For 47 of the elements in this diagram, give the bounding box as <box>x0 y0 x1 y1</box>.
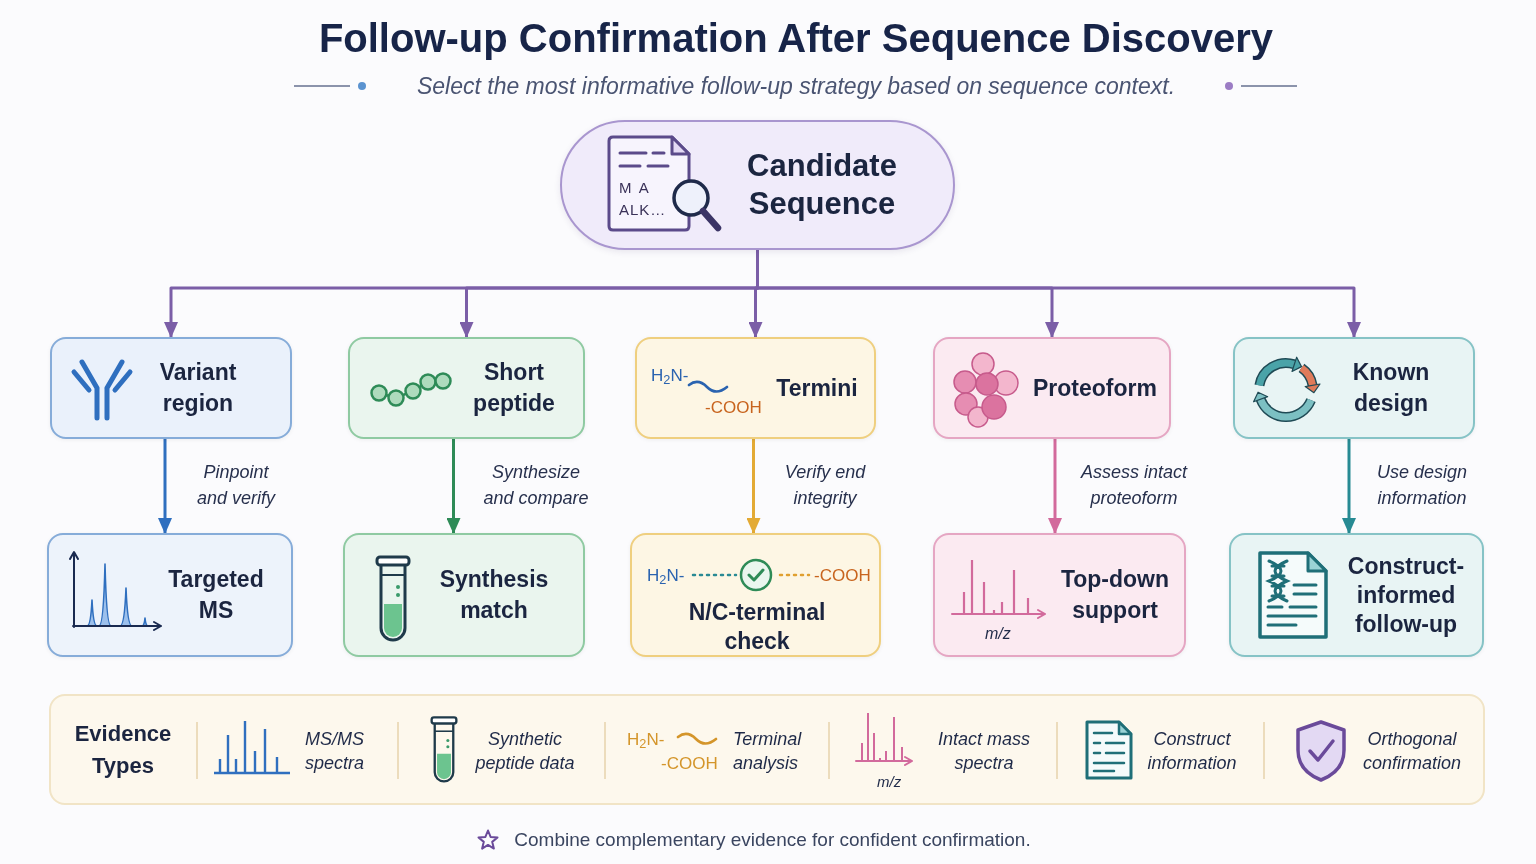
node-label: Variant region <box>158 358 238 418</box>
process-box <box>348 337 585 439</box>
node-label: Construct-informed follow-up <box>1346 551 1466 639</box>
evidence-label: MS/MS spectra <box>305 728 366 775</box>
arrow <box>1048 439 1062 534</box>
evidence-label: Intact mass spectra <box>937 728 1031 775</box>
sequence-text: M A <box>619 179 651 196</box>
node-label: Synthesis match <box>438 565 550 625</box>
process-box <box>50 337 292 439</box>
process-box <box>933 533 1186 657</box>
evidence-label: Synthetic peptide data <box>474 728 576 775</box>
node-label: Evidence Types <box>73 719 173 780</box>
node-label: Targeted MS <box>167 565 265 625</box>
axis-label: m/z <box>877 773 902 790</box>
node-label: Termini <box>776 373 858 403</box>
arrow <box>746 439 761 534</box>
terminus-label: H$_{2}$N- <box>627 730 665 749</box>
evidence-label: Terminal analysis <box>733 728 803 775</box>
process-box <box>933 337 1171 439</box>
process-box <box>635 337 876 439</box>
sequence-text: ALK… <box>619 201 667 218</box>
node-label: N/C-terminal check <box>687 598 827 656</box>
process-box <box>47 533 293 657</box>
node-label: Known design <box>1351 358 1431 418</box>
subtitle: Select the most informative follow-up strategy based on sequence context. <box>416 72 1176 100</box>
arrow <box>158 439 172 534</box>
node-label: Top-down support <box>1059 565 1171 625</box>
terminus-label: -COOH <box>705 398 762 417</box>
node-label: Short peptide <box>472 358 556 418</box>
terminus-label: -COOH <box>661 754 718 773</box>
node-label: Proteoform <box>1033 373 1157 403</box>
node-label: Candidate Sequence <box>746 147 898 223</box>
arrow <box>446 439 461 534</box>
arrow <box>1342 439 1356 534</box>
terminus-label: H$_{2}$N- <box>651 366 689 385</box>
process-box <box>630 533 881 657</box>
process-box <box>343 533 585 657</box>
evidence-label: Construct information <box>1146 728 1238 775</box>
terminus-label: H$_{2}$N- <box>647 566 685 585</box>
evidence-panel <box>49 694 1485 805</box>
axis-label: m/z <box>985 625 1011 642</box>
footer-note: Combine complementary evidence for confident confirmation. <box>514 828 1031 852</box>
process-box <box>1229 533 1484 657</box>
process-box <box>1233 337 1475 439</box>
title: Follow-up Confirmation After Sequence Discovery <box>318 15 1274 62</box>
evidence-label: Orthogonal confirmation <box>1361 728 1462 775</box>
terminus-label: -COOH <box>814 566 871 585</box>
